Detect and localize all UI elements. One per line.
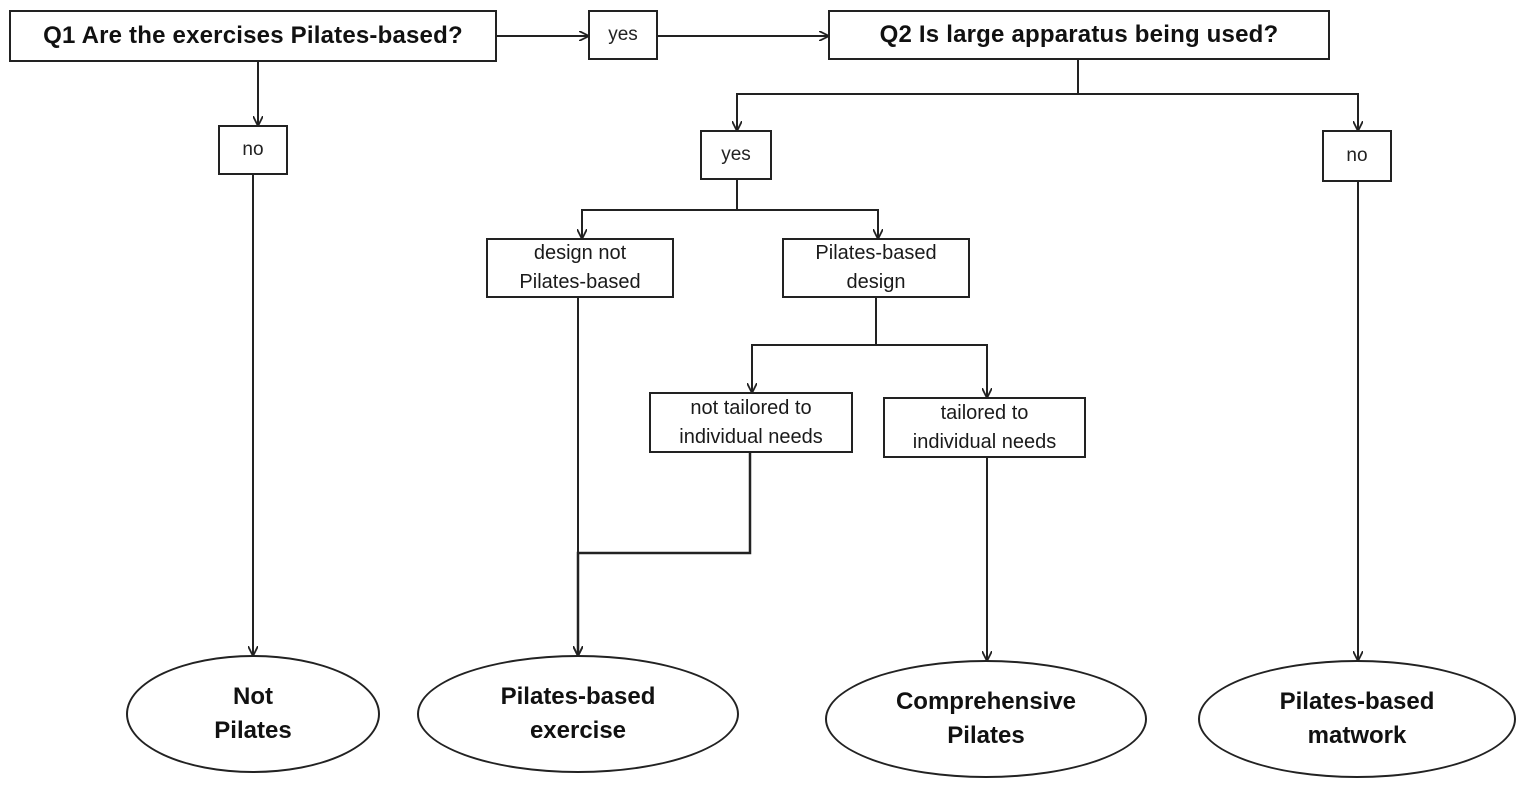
outcome-comprehensive-pilates-text: Comprehensive Pilates (895, 688, 1077, 749)
design-not-pilates-box: design not Pilates-based (486, 238, 674, 298)
q1-no-text: no (242, 138, 264, 160)
edge-q2-to-no (1078, 93, 1358, 130)
tailored-box: tailored to individual needs (883, 397, 1086, 458)
edge-not-tailored-to-exercise (578, 453, 752, 655)
q2-yes-text: yes (721, 143, 751, 165)
edge-yes-to-pilates-design (737, 209, 878, 238)
question-1-text: Q1 Are the exercises Pilates-based? (43, 22, 463, 50)
outcome-pilates-based-exercise-text: Pilates-based exercise (500, 683, 656, 744)
edge-yes-to-design-not (582, 180, 738, 238)
q1-yes-label: yes (588, 10, 658, 60)
edge-q2-split (737, 60, 1079, 130)
pilates-design-text: Pilates-based design (815, 242, 937, 293)
question-2-text: Q2 Is large apparatus being used? (879, 21, 1279, 49)
outcome-comprehensive-pilates: Comprehensive Pilates (825, 660, 1147, 778)
not-tailored-text: not tailored to individual needs (679, 396, 823, 448)
q2-no-label: no (1322, 130, 1392, 182)
outcome-not-pilates: Not Pilates (126, 655, 380, 773)
q2-no-text: no (1346, 144, 1368, 166)
q1-yes-text: yes (608, 23, 638, 45)
tailored-text: tailored to individual needs (912, 401, 1057, 453)
q1-no-label: no (218, 125, 288, 175)
q2-yes-label: yes (700, 130, 772, 180)
question-2-box: Q2 Is large apparatus being used? (828, 10, 1330, 60)
edge-design-to-tailored (876, 344, 987, 397)
design-not-pilates-text: design not Pilates-based (519, 242, 641, 293)
outcome-pilates-based-matwork: Pilates-based matwork (1198, 660, 1516, 778)
outcome-pilates-based-matwork-text: Pilates-based matwork (1279, 688, 1435, 749)
outcome-pilates-based-exercise: Pilates-based exercise (417, 655, 739, 773)
not-tailored-box: not tailored to individual needs (649, 392, 853, 453)
edge-design-to-not-tailored (752, 298, 877, 392)
outcome-not-pilates-text: Not Pilates (214, 683, 292, 744)
question-1-box: Q1 Are the exercises Pilates-based? (9, 10, 497, 62)
pilates-design-box: Pilates-based design (782, 238, 970, 298)
